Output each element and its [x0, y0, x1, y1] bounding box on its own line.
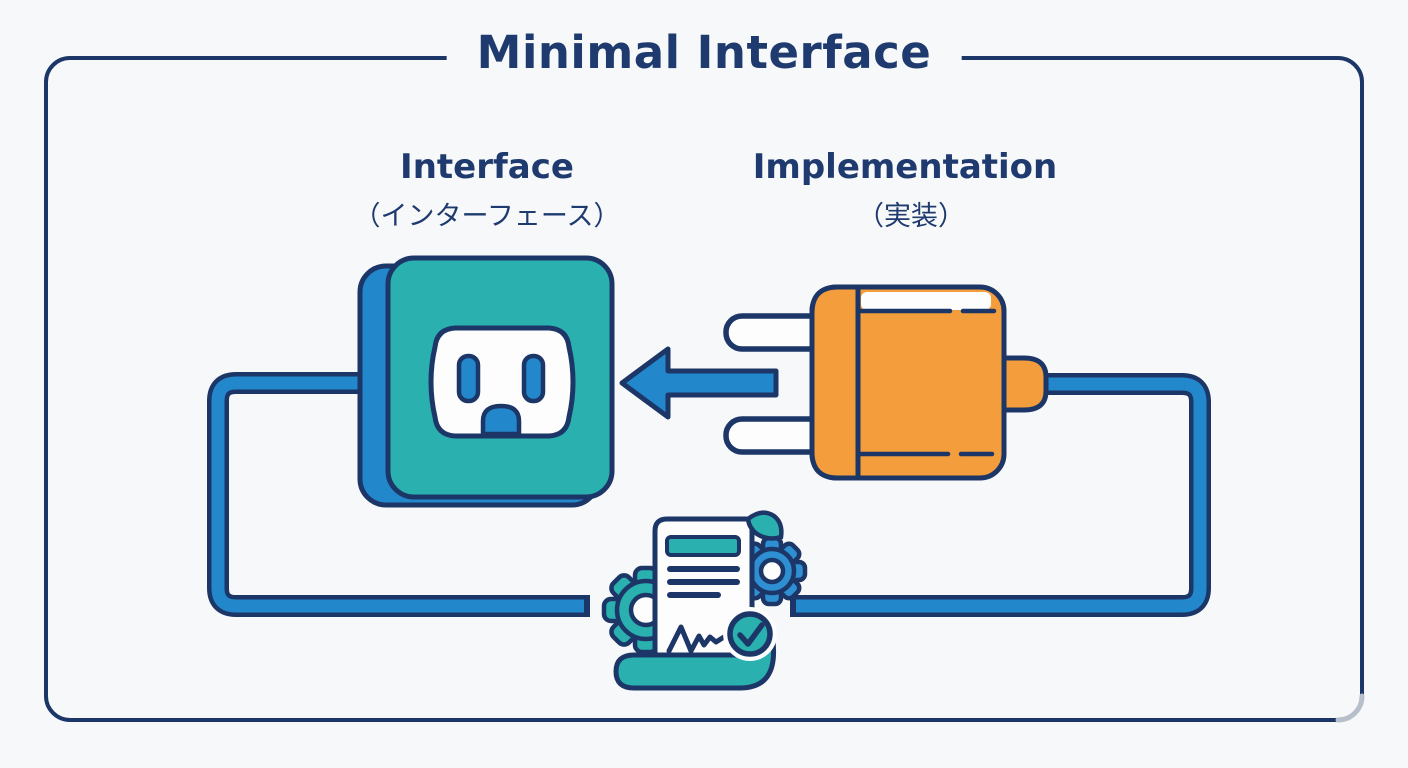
interface-sublabel: （インターフェース） [353, 201, 621, 232]
implementation-label: Implementation [752, 147, 1058, 187]
diagram-title: Minimal Interface [446, 26, 962, 79]
implementation-sublabel: （実装） [857, 201, 965, 232]
diagram-border [44, 56, 1364, 722]
interface-label: Interface [400, 147, 574, 187]
